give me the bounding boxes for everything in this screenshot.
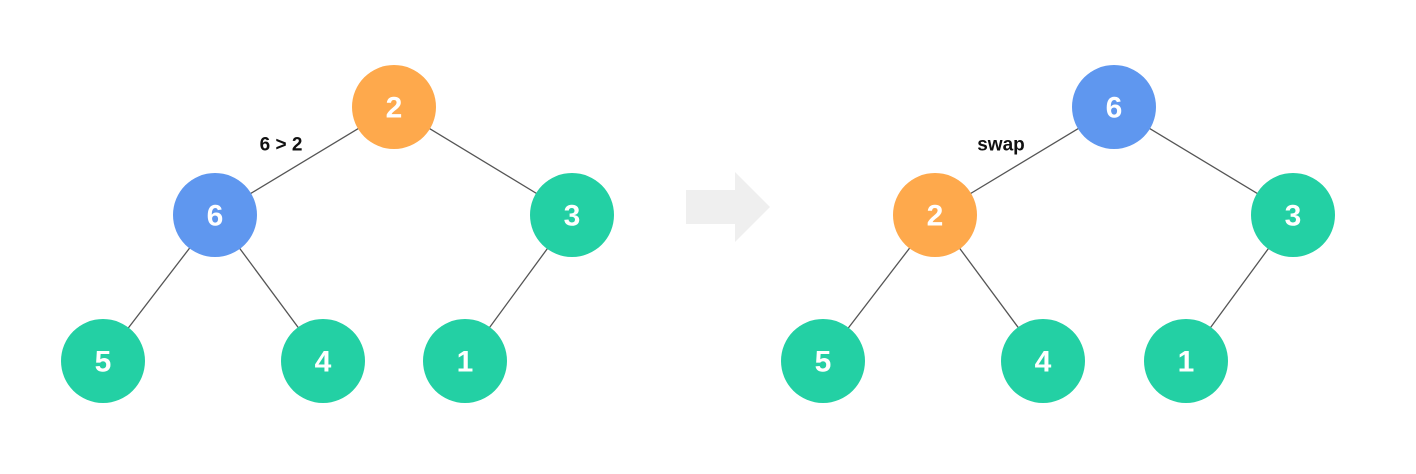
node-circle-right [1251,173,1335,257]
tree-node: 1 [423,319,507,403]
node-label-left-right: 4 [1035,346,1052,379]
tree-after: 6 2 3 5 4 1 swap [781,65,1335,403]
node-label-left-right: 4 [315,346,332,379]
tree-before: 2 6 3 5 4 1 6 > 2 [61,65,614,403]
tree-node: 6 [173,173,257,257]
tree-node: 3 [1251,173,1335,257]
node-circle-right-left [1144,319,1228,403]
node-label-right-left: 1 [1178,346,1195,379]
node-circle-root [1072,65,1156,149]
tree-node: 3 [530,173,614,257]
tree-node: 4 [281,319,365,403]
node-circle-right [530,173,614,257]
node-label-right-left: 1 [457,346,474,379]
comparison-note: 6 > 2 [260,135,303,156]
tree-node: 2 [352,65,436,149]
node-label-root: 6 [1106,92,1123,125]
node-circle-root [352,65,436,149]
tree-node: 4 [1001,319,1085,403]
right-arrow-icon [686,172,770,242]
node-label-root: 2 [386,92,403,125]
tree-node: 2 [893,173,977,257]
tree-node: 5 [61,319,145,403]
node-label-left-left: 5 [815,346,832,379]
node-circle-left [173,173,257,257]
node-circle-left-left [61,319,145,403]
node-label-left-left: 5 [95,346,112,379]
tree-node: 6 [1072,65,1156,149]
node-label-right: 3 [1285,200,1302,233]
node-label-left: 6 [207,200,224,233]
node-label-right: 3 [564,200,581,233]
tree-node: 5 [781,319,865,403]
node-circle-left-right [281,319,365,403]
swap-note: swap [977,135,1025,156]
node-circle-left [893,173,977,257]
tree-node: 1 [1144,319,1228,403]
node-circle-right-left [423,319,507,403]
node-circle-left-right [1001,319,1085,403]
node-label-left: 2 [927,200,944,233]
node-circle-left-left [781,319,865,403]
